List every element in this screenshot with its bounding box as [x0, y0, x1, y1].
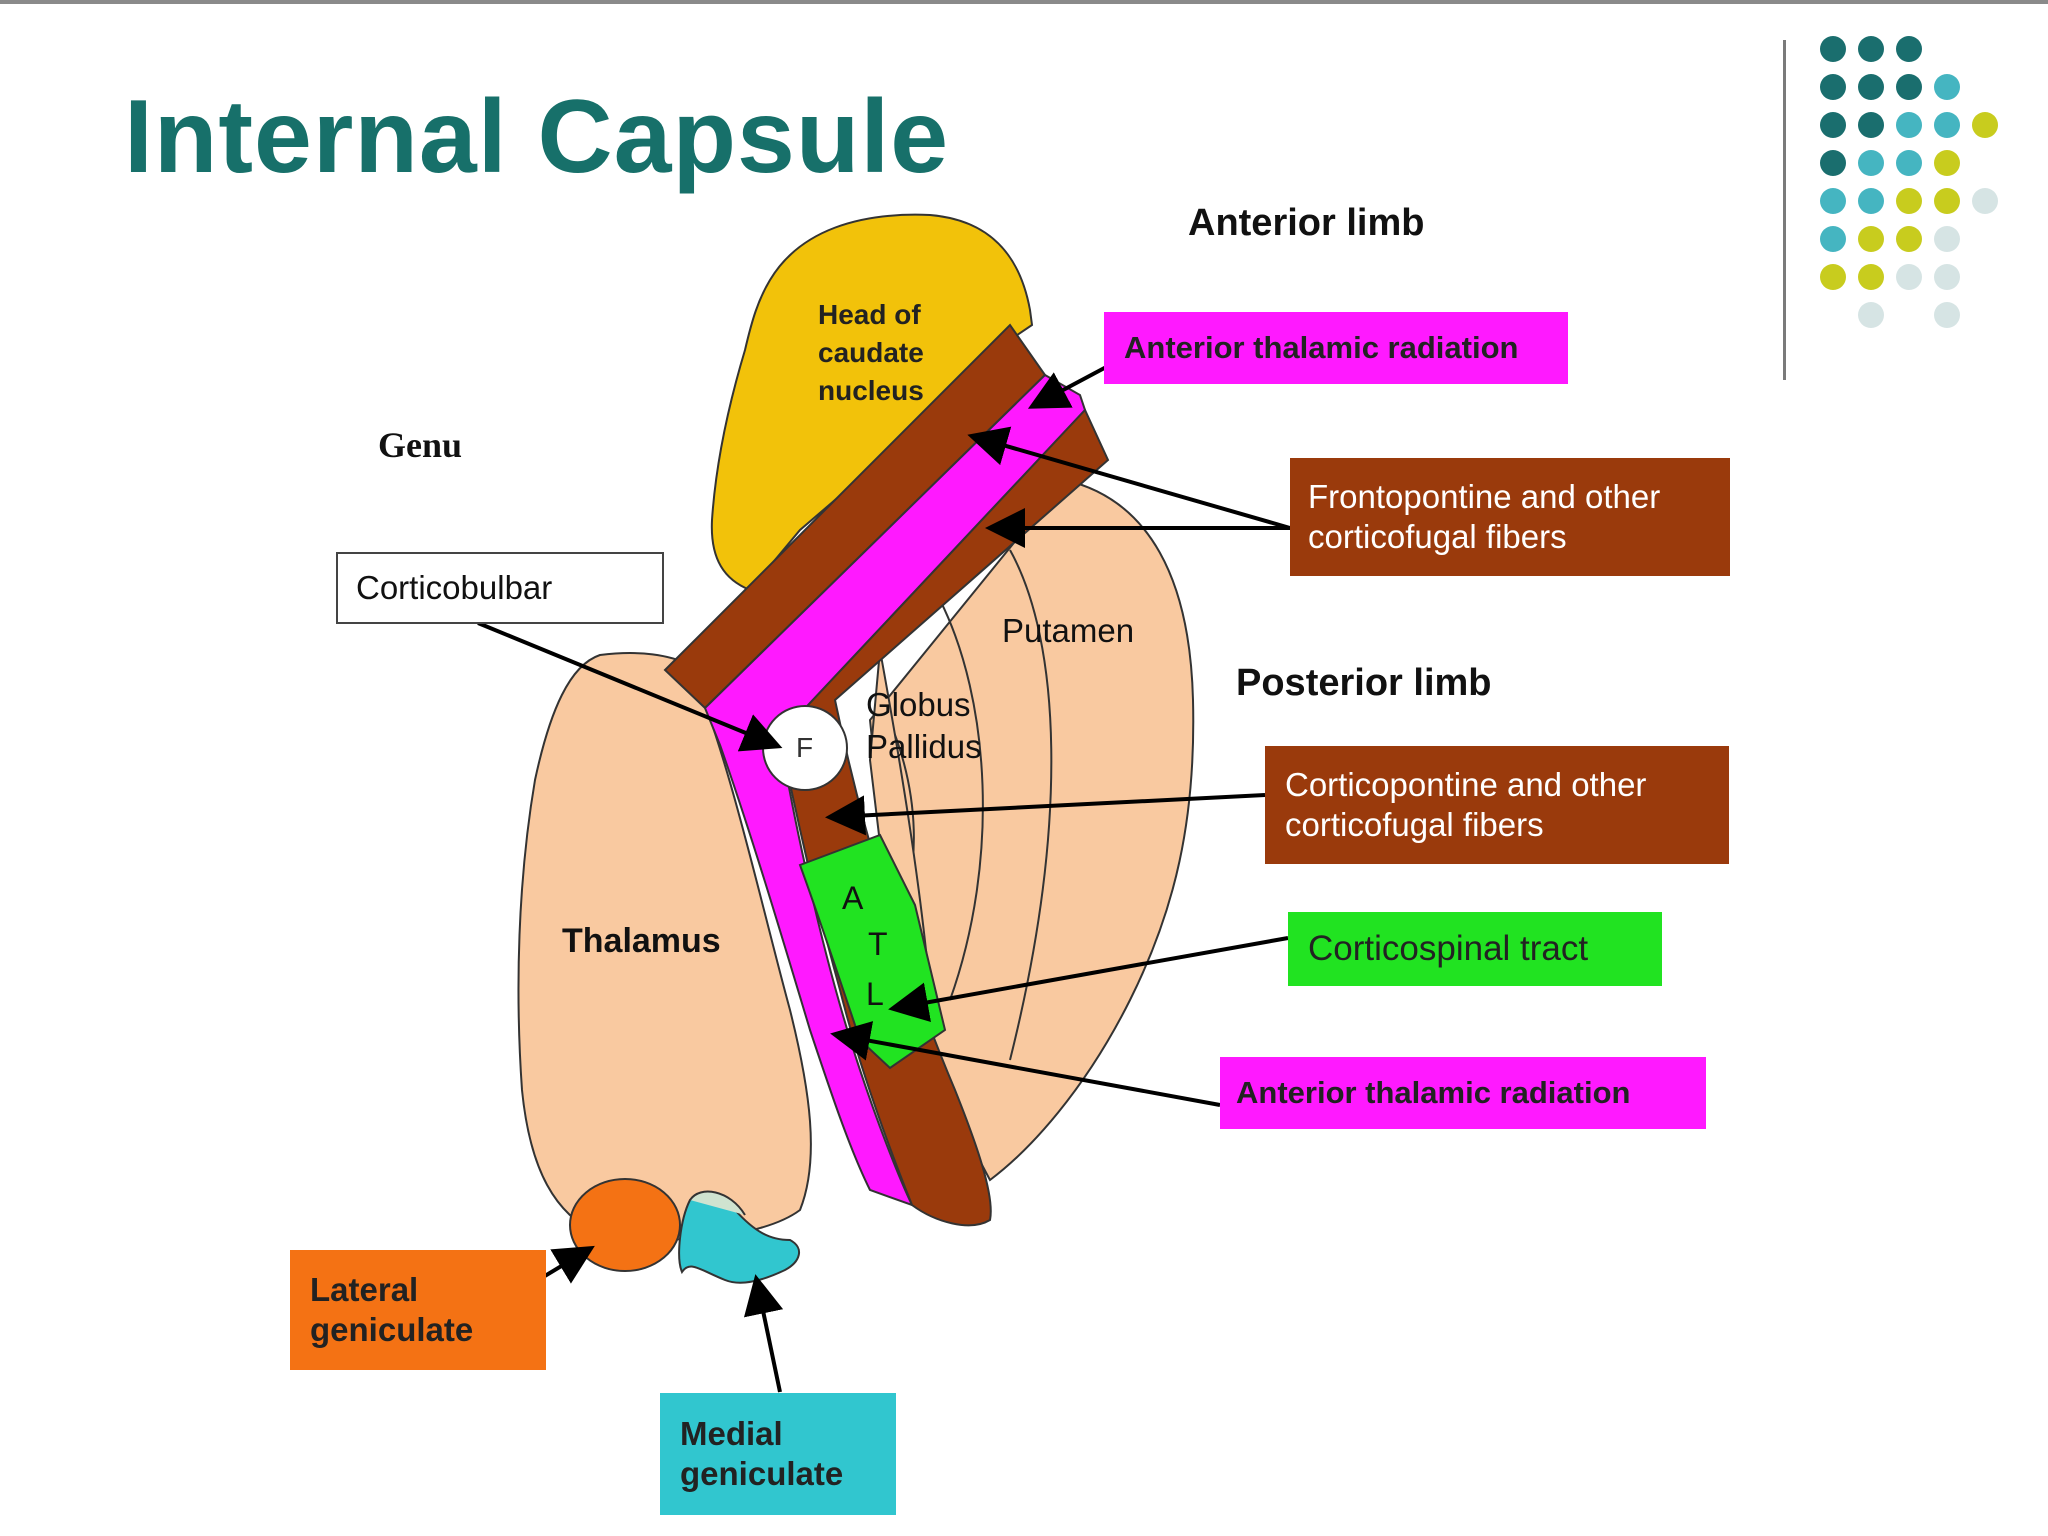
- dot-grid-dot: [1858, 302, 1884, 328]
- dot-grid-dot: [1972, 112, 1998, 138]
- dot-grid-dot: [1858, 188, 1884, 214]
- dot-grid-dot: [1820, 150, 1846, 176]
- dot-grid-dot: [1896, 264, 1922, 290]
- arrow-corticospinal: [888, 936, 1289, 1023]
- lateral-geniculate-box: Lateral geniculate: [290, 1250, 546, 1370]
- dot-grid-dot: [1820, 36, 1846, 62]
- dot-grid-dot: [1934, 112, 1960, 138]
- genu-label: Genu: [378, 425, 463, 465]
- anterior-limb-label: Anterior limb: [1188, 202, 1425, 244]
- dot-grid-dot: [1820, 264, 1846, 290]
- dot-grid-dot: [1820, 188, 1846, 214]
- corticobulbar-box: Corticobulbar: [336, 552, 664, 624]
- frontopontine-box: Frontopontine and other corticofugal fib…: [1290, 458, 1730, 576]
- dot-grid-dot: [1972, 188, 1998, 214]
- dot-grid-dot: [1896, 36, 1922, 62]
- dot-grid-dot: [1820, 112, 1846, 138]
- anterior-thalamic-radiation-top-box: Anterior thalamic radiation: [1104, 312, 1568, 384]
- page-title: Internal Capsule: [124, 79, 950, 195]
- dot-grid-dot: [1934, 302, 1960, 328]
- dot-grid-dot: [1934, 226, 1960, 252]
- dot-grid-dot: [1858, 74, 1884, 100]
- dot-grid-dot: [1896, 150, 1922, 176]
- vertical-divider: [1783, 40, 1786, 380]
- arrow-corticopontine: [825, 793, 1266, 836]
- dot-grid-dot: [1934, 150, 1960, 176]
- putamen-shape: [868, 478, 1195, 1182]
- head-of-caudate-label: Head of caudate nucleus: [818, 299, 924, 406]
- dot-grid-dot: [1934, 188, 1960, 214]
- dot-grid-dot: [1896, 112, 1922, 138]
- globus-pallidus-label: Globus Pallidus: [866, 686, 982, 765]
- arrow-ant-rad-top: [1027, 363, 1111, 409]
- dot-grid-dot: [1858, 264, 1884, 290]
- dot-grid-dot: [1934, 74, 1960, 100]
- arrow-medial-geniculate: [743, 1274, 784, 1393]
- dot-grid-dot: [1934, 264, 1960, 290]
- atl-l-label: L: [866, 976, 884, 1012]
- arrow-frontopontine-1: [967, 426, 1291, 530]
- dot-grid-dot: [1858, 150, 1884, 176]
- f-marker-label: F: [796, 732, 814, 763]
- atl-t-label: T: [868, 926, 888, 962]
- atl-a-label: A: [842, 880, 864, 916]
- dot-grid-dot: [1896, 188, 1922, 214]
- arrow-ant-rad-bottom: [830, 1021, 1221, 1107]
- corticopontine-box: Corticopontine and other corticofugal fi…: [1265, 746, 1729, 864]
- dot-grid-dot: [1896, 226, 1922, 252]
- dot-grid-dot: [1896, 74, 1922, 100]
- top-border-line: [0, 0, 2048, 4]
- anterior-thalamic-radiation-bottom-box: Anterior thalamic radiation: [1220, 1057, 1706, 1129]
- lateral-geniculate-shape: [569, 1178, 681, 1272]
- medial-geniculate-box: Medial geniculate: [660, 1393, 896, 1515]
- corticospinal-box: Corticospinal tract: [1288, 912, 1662, 986]
- arrow-corticobulbar: [477, 621, 783, 752]
- posterior-limb-label: Posterior limb: [1236, 662, 1492, 704]
- putamen-label: Putamen: [1002, 612, 1135, 649]
- dot-grid-dot: [1858, 112, 1884, 138]
- thalamus-label: Thalamus: [562, 922, 721, 960]
- dot-grid-icon: [1820, 36, 2020, 336]
- dot-grid-dot: [1820, 226, 1846, 252]
- dot-grid-dot: [1858, 36, 1884, 62]
- dot-grid-dot: [1820, 74, 1846, 100]
- dot-grid-dot: [1858, 226, 1884, 252]
